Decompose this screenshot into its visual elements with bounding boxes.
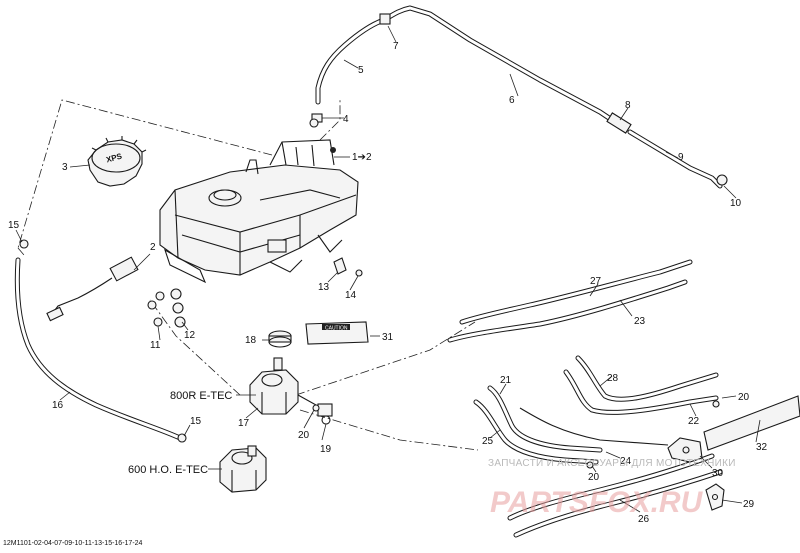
leader-lines [15, 25, 761, 513]
callout-10: 10 [730, 198, 742, 209]
bracket-29 [705, 483, 725, 511]
callout-28: 28 [607, 373, 619, 384]
callout-2: 2 [150, 242, 156, 253]
reference-lines [17, 99, 479, 451]
callout-23: 23 [634, 316, 646, 327]
callout-31: 31 [382, 332, 394, 343]
oil-tank [159, 139, 359, 284]
oil-cap: XPS [87, 136, 147, 187]
hose-26 [507, 453, 723, 538]
callout-25: 25 [482, 436, 494, 447]
oil-pump-600ho [219, 445, 267, 493]
callout-16: 16 [52, 400, 64, 411]
watermark-logo: PARTSFOX.RU [490, 486, 704, 519]
clamp-18 [268, 330, 292, 348]
hose-24-line [519, 407, 669, 446]
deflector-32 [703, 395, 800, 451]
hose-28-22 [563, 355, 719, 415]
hose-27-23 [447, 259, 693, 343]
cap-logo-text: XPS [105, 151, 123, 164]
callout-20-bottom: 20 [588, 472, 600, 483]
hose-21-25 [473, 385, 603, 465]
callout-32: 32 [756, 442, 768, 453]
engine-label-800r: 800R E-TEC [170, 390, 232, 402]
callout-18: 18 [245, 335, 257, 346]
callout-9: 9 [678, 152, 684, 163]
oil-pump-800r [249, 357, 333, 425]
callout-22: 22 [688, 416, 700, 427]
callout-labels: 1➔2 2 3 4 5 6 7 8 9 10 11 12 13 14 15 15… [8, 41, 768, 525]
callout-5: 5 [358, 65, 364, 76]
bracket-13 [333, 257, 363, 277]
callout-30: 30 [712, 468, 724, 479]
callout-3: 3 [62, 162, 68, 173]
caution-decal-text: CAUTION [325, 326, 348, 332]
callout-21: 21 [500, 375, 512, 386]
watermark-text: ЗАПЧАСТИ И АКСЕССУАРЫ ДЛЯ МОТОТЕХНИКИ [488, 458, 736, 469]
callout-20-right: 20 [738, 392, 750, 403]
fittings [309, 118, 720, 469]
callout-13: 13 [318, 282, 330, 293]
footer-code: 12M1101-02-04-07-09-10-11-13-15-16-17-24 [3, 540, 143, 547]
callout-26: 26 [638, 514, 650, 525]
oil-level-sensor [46, 256, 139, 322]
callout-8: 8 [625, 100, 631, 111]
callout-19: 19 [320, 444, 332, 455]
fasteners [147, 288, 186, 328]
callout-6: 6 [509, 95, 515, 106]
vent-hoses [311, 5, 728, 189]
callout-27: 27 [590, 276, 602, 287]
callout-12: 12 [184, 330, 196, 341]
callout-11: 11 [150, 340, 161, 351]
callout-1-2: 1➔2 [352, 152, 372, 163]
callout-29: 29 [743, 499, 755, 510]
callout-20-pump: 20 [298, 430, 310, 441]
callout-17: 17 [238, 418, 250, 429]
callout-14: 14 [345, 290, 357, 301]
callout-24: 24 [620, 456, 632, 467]
callout-4: 4 [343, 114, 349, 125]
engine-label-600ho: 600 H.O. E-TEC [128, 464, 208, 476]
callout-15-left: 15 [8, 220, 20, 231]
callout-15-bottom: 15 [190, 416, 202, 427]
caution-decal: CAUTION [305, 321, 369, 345]
hose-16 [14, 239, 187, 443]
callout-7: 7 [393, 41, 399, 52]
